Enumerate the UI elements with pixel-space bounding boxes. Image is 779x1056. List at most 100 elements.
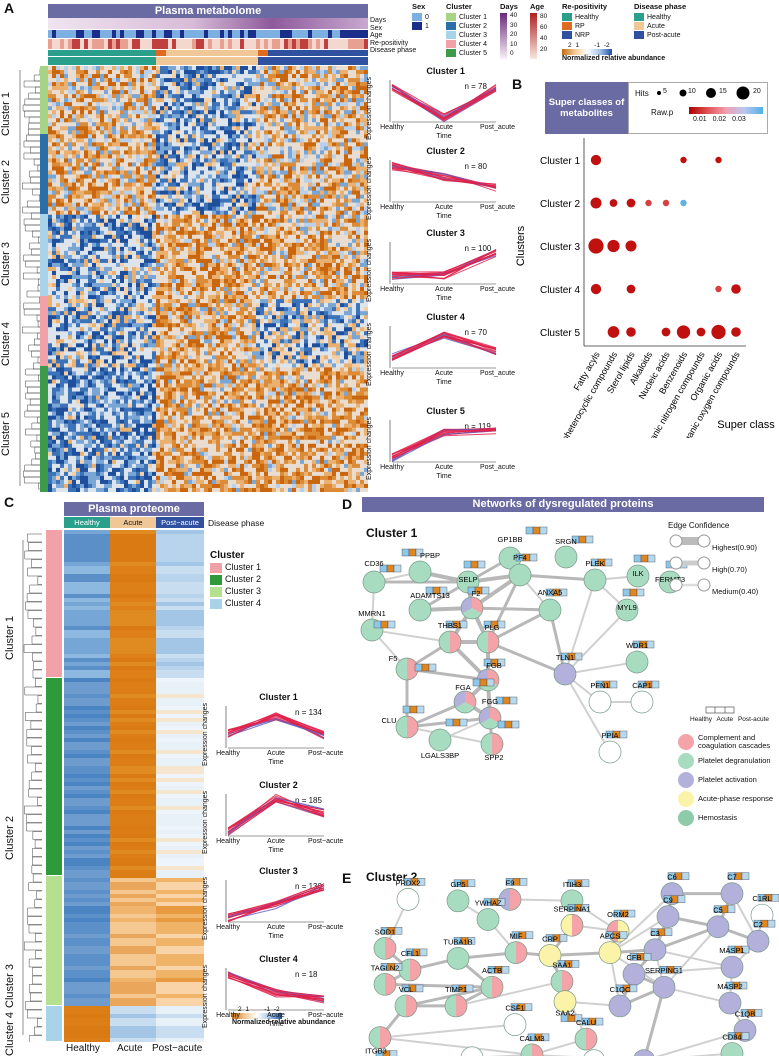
- legend-swatch: [412, 13, 422, 22]
- rawp-tick: 0.01: [693, 116, 707, 123]
- panel-c-title: Plasma proteome: [64, 502, 204, 516]
- bar-key-labels: Healthy Acute Post-acute: [690, 716, 769, 723]
- legend-title: Disease phase: [634, 2, 687, 11]
- abundance-colorbar: [232, 1013, 282, 1019]
- dot-row-label: Cluster 1: [540, 156, 580, 167]
- network-node-label: SAA2: [555, 1009, 574, 1018]
- dot-point: [625, 240, 637, 252]
- network-edge: [487, 640, 566, 676]
- network-node: ILK: [626, 554, 656, 588]
- legend-item: Acute: [647, 23, 665, 30]
- network-node: MASP2: [717, 981, 748, 1015]
- pathway-legend-item: Hemostasis: [678, 810, 778, 826]
- panel-b-legend: Hits 5 10 15 20 Raw.p 0.01 0.02 0.03: [628, 82, 768, 134]
- legend-cluster: Cluster Cluster 1 Cluster 2 Cluster 3 Cl…: [446, 2, 487, 58]
- network-node: YWHAZ: [474, 898, 506, 931]
- scale-caption: Normalized relative abundance: [232, 1019, 336, 1026]
- network-node-label: THBS1: [438, 621, 462, 630]
- scale-caption: Normalized relative abundance: [562, 55, 666, 62]
- network-node-label: SERPING1: [645, 966, 683, 975]
- network-node: FGA: [453, 678, 495, 714]
- network-node-label: WDR1: [626, 641, 648, 650]
- network-node: SERPING1: [645, 965, 683, 999]
- network-edge: [633, 966, 733, 976]
- tick: 2: [568, 42, 572, 49]
- profile-lines: [225, 880, 325, 923]
- profile-xlabel: Time: [436, 473, 452, 480]
- legend-swatch: [446, 13, 456, 22]
- legend-title: Cluster: [446, 2, 472, 11]
- network-node: TAGLN2: [371, 963, 403, 996]
- network-node: WDR1: [625, 640, 655, 674]
- network-edge: [609, 892, 673, 954]
- days-track: [48, 18, 368, 29]
- network-node: CFL1: [398, 948, 428, 982]
- network-node-label: SRGN: [555, 537, 577, 546]
- row-cluster-label: Cluster 1: [4, 615, 16, 660]
- network-node-label: FGG: [482, 697, 498, 706]
- network-node-label: C7: [727, 873, 737, 882]
- network-node-label: MASP2: [717, 982, 742, 991]
- network-node: ADAMTS13: [408, 586, 450, 622]
- network-node: SAA2: [553, 990, 583, 1022]
- network-node: CALM3: [519, 1033, 550, 1056]
- profile-lines: [225, 706, 325, 749]
- dot-row-label: Cluster 3: [540, 242, 580, 253]
- profile-lines: [225, 793, 325, 837]
- profile-n: n = 130: [295, 881, 322, 891]
- network-node-label: ITIH3: [563, 880, 581, 889]
- legend-item: Cluster 2: [225, 574, 262, 584]
- network-node-label: C1QC: [610, 985, 631, 994]
- rawp-tick: 0.02: [712, 116, 727, 123]
- network-node: THBS1: [438, 620, 468, 654]
- legend-title: Sex: [412, 2, 426, 11]
- network-node-label: SPP2: [484, 753, 503, 762]
- network-node-label: ADAMTS13: [410, 591, 450, 600]
- network-node-label: CFL1: [401, 949, 419, 958]
- bar-key-label: Healthy: [690, 716, 713, 723]
- legend-days: Days 40 30 20 10 0: [500, 2, 524, 59]
- legend-swatch: [446, 40, 456, 49]
- track-label: Age: [370, 32, 383, 39]
- network-node-label: FERMT3: [655, 575, 685, 584]
- tick: 2: [238, 1006, 242, 1013]
- dot-point: [715, 285, 722, 293]
- dot-row-label: Cluster 2: [540, 199, 580, 210]
- network-node-label: TIMP1: [445, 985, 467, 994]
- dot-row-label: Cluster 5: [540, 328, 580, 339]
- dot-xlabel: Super class: [717, 419, 775, 431]
- repos-track-rp-b: [258, 50, 268, 56]
- row-cluster-label: Cluster 2: [0, 159, 12, 204]
- row-cluster-label: Cluster 3: [4, 963, 16, 1008]
- panel-d-label: D: [342, 496, 353, 512]
- network-node: APCS: [598, 931, 628, 964]
- network-node-label: YWHAZ: [474, 899, 502, 908]
- dot-point: [662, 199, 670, 207]
- dot-point: [626, 284, 636, 294]
- edge-confidence-title: Edge Confidence: [668, 521, 730, 530]
- panel-a-dendrogram: [19, 68, 41, 490]
- legend-item: Cluster 4: [459, 41, 488, 48]
- network-node-label: MYL9: [617, 603, 637, 612]
- network-node: C7: [720, 872, 750, 905]
- profile-n: n = 18: [295, 969, 318, 979]
- dot-point: [607, 239, 620, 253]
- age-track: [48, 39, 368, 49]
- network-node: TIMP1: [444, 984, 474, 1018]
- network-node: PF4: [508, 553, 538, 587]
- legend-item: Cluster 1: [459, 14, 488, 21]
- panel-a-label: A: [4, 0, 15, 16]
- network-node: CAP1: [630, 680, 660, 714]
- network-node-label: MIF: [510, 932, 523, 941]
- profile-xtick: Acute: [435, 124, 453, 131]
- dot-point: [680, 199, 687, 207]
- sex-track: [48, 30, 368, 38]
- network-node-label: C2: [753, 920, 763, 929]
- profile-xtick: Healthy: [216, 838, 240, 845]
- panel-a-track-labels: Days Sex Age Re-positivity Disease phase: [370, 17, 416, 55]
- network-node: CCL18: [583, 1049, 605, 1056]
- panel-b-label: B: [512, 76, 523, 92]
- network-node: C1QC: [608, 984, 638, 1018]
